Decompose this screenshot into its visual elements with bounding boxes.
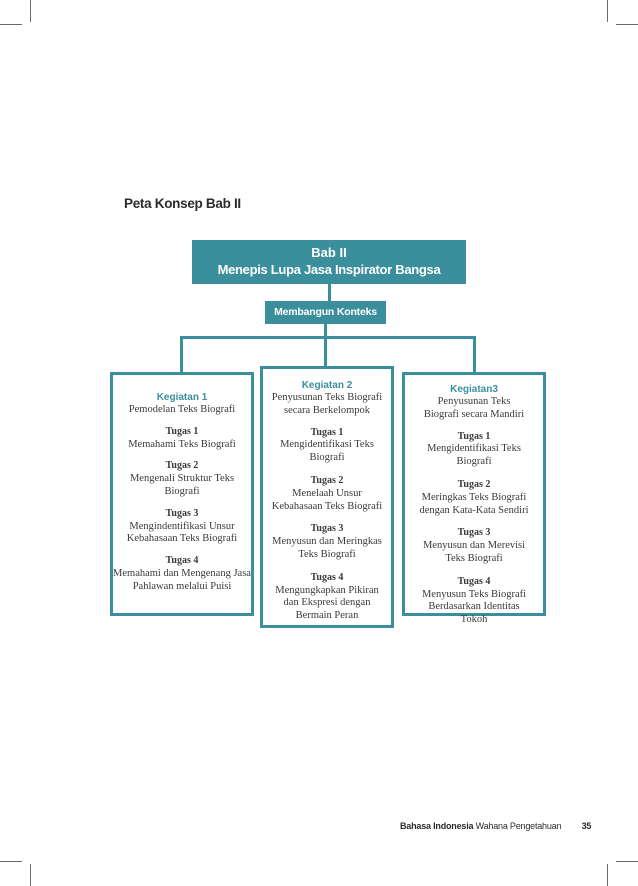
task-item: Tugas 2 Meringkas Teks Biografi dengan K… xyxy=(405,479,543,517)
task-item: Tugas 1 Mengidentifikasi Teks Biografi xyxy=(405,431,543,469)
task-item: Tugas 3 Menyusun dan Merevisi Teks Biogr… xyxy=(405,527,543,565)
crop-mark xyxy=(607,0,608,22)
connector-line xyxy=(324,324,327,338)
activity-box-1: Kegiatan 1 Pemodelan Teks Biografi Tugas… xyxy=(110,372,254,616)
activity-description: Pemodelan Teks Biografi xyxy=(128,404,236,415)
task-item: Tugas 3 Mengindentifikasi Unsur Kebahasa… xyxy=(113,508,251,546)
crop-mark xyxy=(607,864,608,886)
chapter-header: Bab II Menepis Lupa Jasa Inspirator Bang… xyxy=(192,240,466,284)
task-label: Tugas 1 xyxy=(457,430,491,442)
task-label: Tugas 2 xyxy=(457,478,491,490)
connector-line xyxy=(180,336,476,339)
task-description: Mengidentifikasi Teks Biografi xyxy=(280,439,374,464)
crop-mark xyxy=(30,864,31,886)
task-description: Mengenali Struktur Teks Biografi xyxy=(129,473,235,497)
task-label: Tugas 3 xyxy=(165,507,199,519)
crop-mark xyxy=(30,0,31,22)
connector-line xyxy=(473,336,476,372)
task-item: Tugas 4 Memahami dan Mengenang Jasa Pahl… xyxy=(113,555,251,593)
task-label: Tugas 1 xyxy=(165,425,199,437)
crop-mark xyxy=(616,861,638,862)
task-label: Tugas 2 xyxy=(165,460,199,472)
chapter-label: Bab II xyxy=(311,245,347,260)
connector-line xyxy=(180,336,183,372)
task-item: Tugas 4 Mengungkapkan Pikiran dan Ekspre… xyxy=(263,572,391,623)
task-description: Memahami Teks Biografi xyxy=(128,438,236,450)
task-label: Tugas 4 xyxy=(165,555,199,567)
crop-mark xyxy=(0,24,22,25)
task-label: Tugas 3 xyxy=(457,527,491,539)
activity-box-3: Kegiatan3 Penyusunan Teks Biografi secar… xyxy=(402,372,546,625)
task-item: Tugas 1 Memahami Teks Biografi xyxy=(113,426,251,452)
activity-box-2: Kegiatan 2 Penyusunan Teks Biografi seca… xyxy=(260,366,394,628)
task-item: Tugas 2 Mengenali Struktur Teks Biografi xyxy=(113,460,251,498)
task-item: Tugas 1 Mengidentifikasi Teks Biografi xyxy=(263,427,391,465)
task-description: Mengidentifikasi Teks Biografi xyxy=(427,443,521,468)
task-label: Tugas 3 xyxy=(310,523,344,535)
activity-description: Penyusunan Teks Biografi secara Berkelom… xyxy=(271,392,383,416)
task-description: Mengungkapkan Pikiran dan Ekspresi denga… xyxy=(275,584,379,622)
task-description: Menyusun Teks Biografi Berdasarkan Ident… xyxy=(421,588,527,626)
task-item: Tugas 4 Menyusun Teks Biografi Berdasark… xyxy=(405,576,543,627)
footer-book-title: Wahana Pengetahuan xyxy=(475,821,562,831)
task-item: Tugas 2 Menelaah Unsur Kebahasaan Teks B… xyxy=(263,475,391,513)
activity-label: Kegiatan3 xyxy=(450,384,498,395)
task-label: Tugas 1 xyxy=(310,426,344,438)
crop-mark xyxy=(0,861,22,862)
crop-mark xyxy=(616,24,638,25)
task-description: Memahami dan Mengenang Jasa Pahlawan mel… xyxy=(113,567,251,592)
activity-label: Kegiatan 2 xyxy=(301,380,353,391)
activity-label: Kegiatan 1 xyxy=(156,392,208,403)
task-description: Meringkas Teks Biografi dengan Kata-Kata… xyxy=(419,491,529,516)
page-number: 35 xyxy=(581,821,592,831)
page-footer: Bahasa Indonesia Wahana Pengetahuan 35 xyxy=(400,821,591,831)
connector-line xyxy=(328,284,331,301)
task-label: Tugas 4 xyxy=(457,575,491,587)
task-description: Menelaah Unsur Kebahasaan Teks Biografi xyxy=(271,487,383,512)
context-box: Membangun Konteks xyxy=(265,301,386,324)
task-description: Menyusun dan Meringkas Teks Biografi xyxy=(272,536,382,560)
chapter-title: Menepis Lupa Jasa Inspirator Bangsa xyxy=(217,262,441,277)
section-title: Peta Konsep Bab II xyxy=(124,196,241,211)
task-description: Mengindentifikasi Unsur Kebahasaan Teks … xyxy=(126,520,238,545)
task-item: Tugas 3 Menyusun dan Meringkas Teks Biog… xyxy=(263,523,391,561)
connector-line xyxy=(324,336,327,366)
footer-subject: Bahasa Indonesia xyxy=(400,821,474,831)
task-label: Tugas 2 xyxy=(310,474,344,486)
task-description: Menyusun dan Merevisi Teks Biografi xyxy=(422,540,526,564)
task-label: Tugas 4 xyxy=(310,571,344,583)
activity-description: Penyusunan Teks Biografi secara Mandiri xyxy=(423,396,525,420)
